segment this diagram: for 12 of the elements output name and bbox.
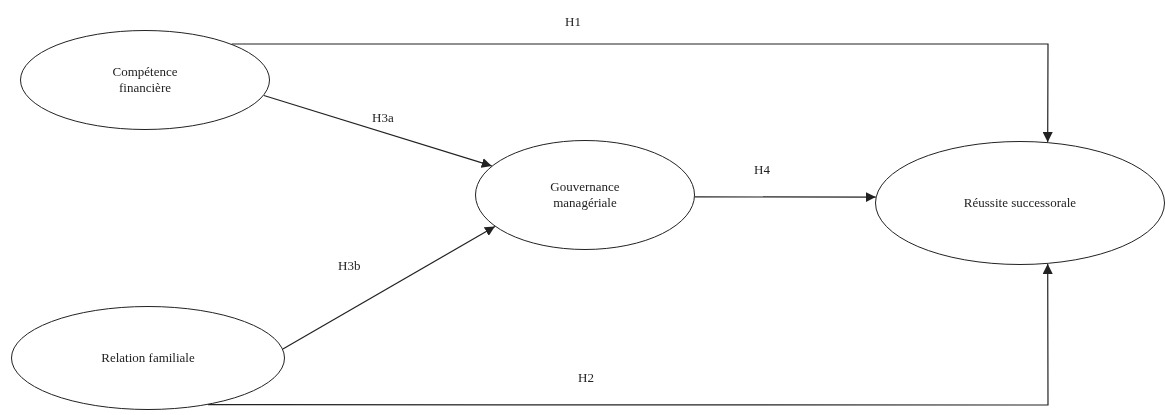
node-label: Compétence financière: [111, 64, 179, 96]
node-label: Relation familiale: [101, 350, 195, 366]
ellipse-node: [875, 141, 1165, 265]
arrow: [282, 225, 496, 350]
node-label: Réussite successorale: [963, 195, 1077, 211]
node-label: Gouvernance managériale: [549, 179, 621, 211]
arrow: [231, 43, 1053, 143]
ellipse-node: [475, 140, 695, 250]
arrow: [694, 192, 877, 203]
arrow: [263, 94, 493, 168]
ellipse-node: [20, 30, 270, 130]
ellipse-node: [11, 306, 285, 410]
